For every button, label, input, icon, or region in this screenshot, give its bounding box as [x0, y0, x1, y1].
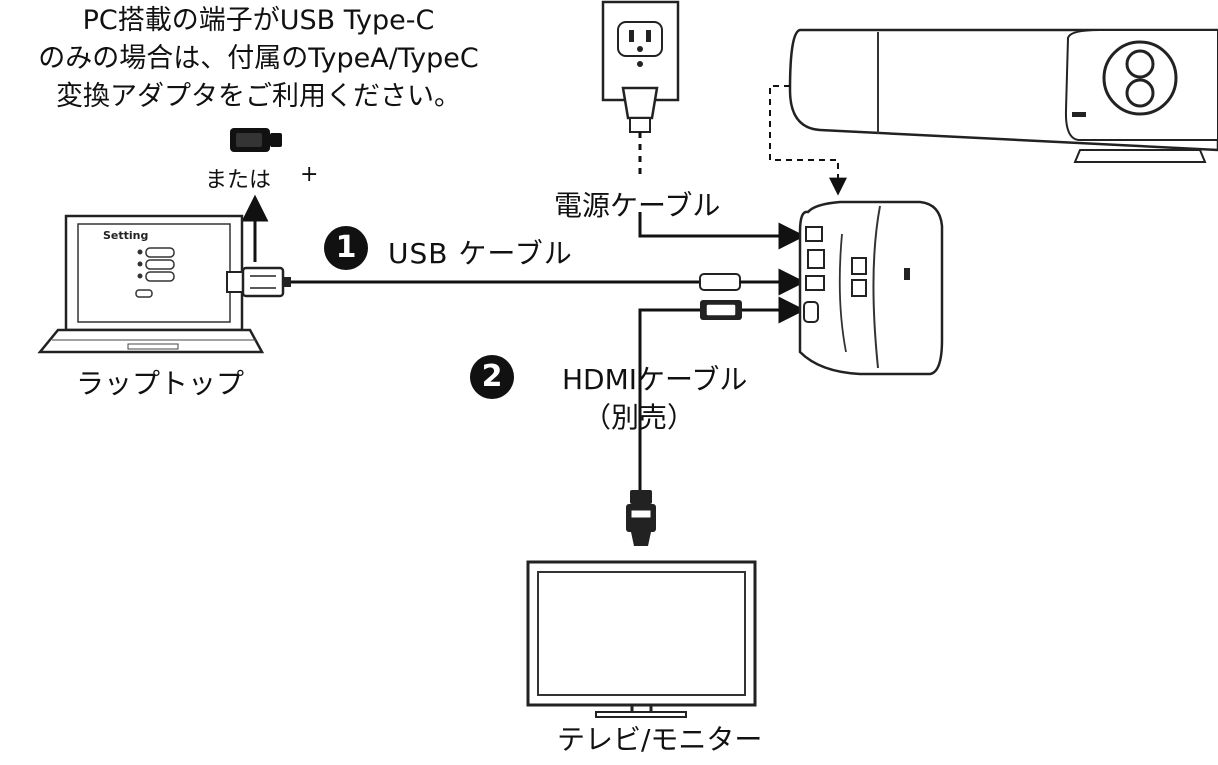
usb-cable-label: USB ケーブル: [388, 237, 573, 270]
tv-monitor-icon: [526, 560, 757, 718]
hub-device-icon: [798, 200, 944, 376]
tv-monitor-label: テレビ/モニター: [557, 723, 763, 756]
step-1-badge: 1: [324, 226, 368, 270]
power-cable: [638, 132, 806, 250]
plus-label: +: [300, 162, 319, 187]
laptop-screen-title: Setting: [103, 229, 149, 242]
usb-plug-icon: [226, 266, 291, 298]
mount-arrow: [769, 85, 847, 196]
note-line-1: PC搭載の端子がUSB Type-C: [82, 5, 435, 36]
or-label: または: [205, 168, 272, 193]
power-outlet-icon: [601, 0, 680, 133]
typec-adapter-note: PC搭載の端子がUSB Type-C のみの場合は、付属のTypeA/TypeC…: [6, 2, 511, 116]
settings-toggles: [135, 247, 175, 298]
power-cable-label: 電源ケーブル: [554, 189, 721, 222]
sold-separately-label: （別売）: [583, 401, 696, 434]
camera-bar-icon: [788, 28, 1218, 163]
hdmi-cable: [626, 296, 806, 546]
note-line-2: のみの場合は、付属のTypeA/TypeC: [38, 43, 479, 74]
hdmi-cable-label: HDMIケーブル: [562, 363, 748, 396]
step-2-badge: 2: [470, 355, 514, 399]
laptop-label: ラップトップ: [76, 367, 245, 400]
note-line-3: 変換アダプタをご利用ください。: [56, 81, 461, 112]
typec-adapter-icon: [230, 128, 282, 152]
usb-cable: [291, 268, 806, 296]
